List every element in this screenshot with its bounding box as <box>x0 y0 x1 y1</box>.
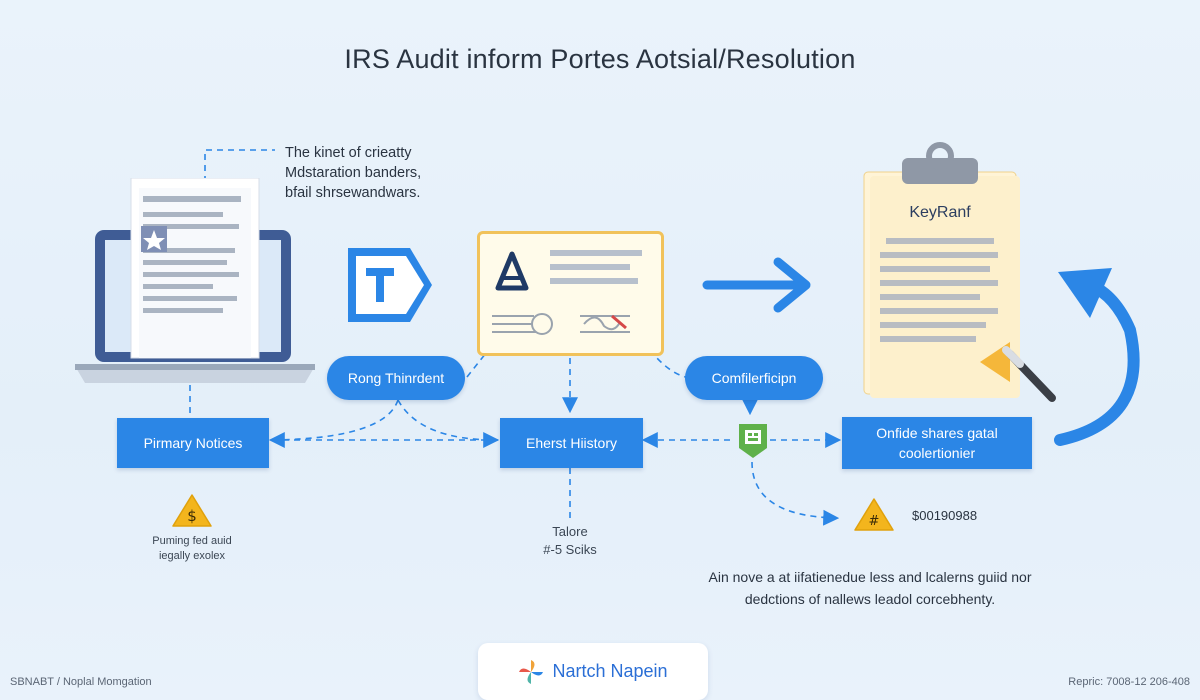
top-note-line-1: The kinet of crieatty <box>285 145 412 161</box>
tag-icon <box>348 248 432 322</box>
footer-right-text: Repric: 7008-12 206-408 <box>1068 676 1190 688</box>
box-right-coordination[interactable]: Onfide shares gatal coolertionier <box>842 417 1032 469</box>
footer-brand-name: Nartch Napein <box>552 661 668 681</box>
bottom-note-line-1: Ain nove a at iifatienedue less and lcal… <box>708 569 1032 585</box>
pill-right[interactable]: Comfilerficipn <box>685 356 823 400</box>
note-leader-line <box>204 149 275 182</box>
warning-left-caption-line-2: iegally exolex <box>158 550 226 562</box>
warning-left-caption-line-1: Puming fed auid <box>152 535 232 547</box>
return-arrow-head <box>1058 268 1112 318</box>
box-right-line-1: Onfide shares gatal <box>876 425 998 441</box>
document-card <box>477 231 664 356</box>
laptop-illustration <box>75 177 315 388</box>
box-right-line-2: coolertionier <box>898 445 976 461</box>
footer-brand-card[interactable]: Nartch Napein <box>478 643 708 700</box>
warning-right-icon: # <box>854 498 894 531</box>
center-caption-line-1: Talore <box>552 524 588 539</box>
center-caption-line-2: #-5 Sciks <box>543 542 597 557</box>
clipboard-card: KeyRanf <box>860 142 1060 402</box>
top-note-line-2: Mdstaration banders, <box>285 165 422 181</box>
top-note-line-3: bfail shrsewandwars. <box>285 185 421 201</box>
bottom-note: Ain nove a at iifatienedue less and lcal… <box>640 566 1100 610</box>
footer-left-text: SBNABT / Noplal Momgation <box>10 676 152 688</box>
document-content-icon <box>492 250 642 335</box>
bottom-note-line-2: dedctions of nallews leadol corcebhenty. <box>744 591 996 607</box>
top-note: The kinet of crieatty Mdstaration bander… <box>285 143 485 203</box>
svg-text:$: $ <box>187 507 197 525</box>
amount-label: $00190988 <box>912 508 978 523</box>
center-caption: Talore #-5 Sciks <box>520 523 620 559</box>
box-history[interactable]: Eherst Hiistory <box>500 418 643 468</box>
pinwheel-logo-icon <box>519 659 544 684</box>
svg-text:#: # <box>869 514 880 529</box>
clipboard-icon <box>863 142 1056 402</box>
page-title: IRS Audit inform Portes Aotsial/Resoluti… <box>344 44 856 74</box>
pill-left[interactable]: Rong Thinrdent <box>327 356 465 400</box>
pill-left-to-primary-line <box>274 399 399 441</box>
green-badge-icon <box>739 424 767 458</box>
warning-left-icon: $ <box>172 494 212 527</box>
return-arrow-curve <box>1054 279 1140 446</box>
green-to-amount-line <box>751 461 840 526</box>
laptop-icon <box>75 177 315 383</box>
big-right-arrow-head <box>773 257 811 313</box>
warning-left-caption: Puming fed auid iegally exolex <box>130 534 254 564</box>
clipboard-title: KeyRanf <box>909 204 971 221</box>
box-primary-notices[interactable]: Pirmary Notices <box>117 418 269 468</box>
star-icon <box>143 230 165 250</box>
pill-left-to-history-line <box>397 399 500 448</box>
